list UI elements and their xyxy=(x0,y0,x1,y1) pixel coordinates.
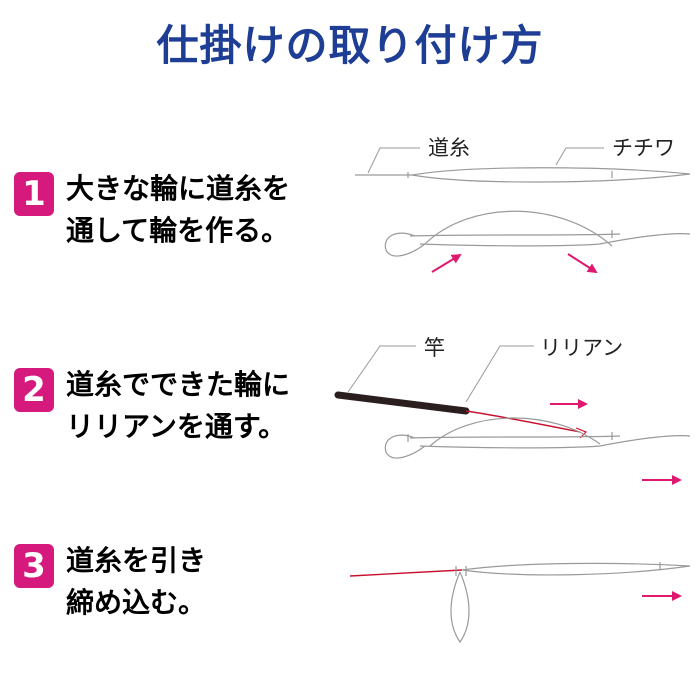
leader-lilian xyxy=(465,345,534,403)
lower-line-2 xyxy=(419,435,691,449)
through-line-1 xyxy=(409,233,621,237)
step-3-diagram xyxy=(349,562,691,644)
arch-1 xyxy=(424,210,613,247)
through-line-2 xyxy=(409,435,621,439)
step-3-line-2: 締め込む。 xyxy=(66,586,207,619)
arrow-1b xyxy=(567,253,598,274)
hanging-loop-3 xyxy=(450,571,470,644)
rod xyxy=(334,391,470,415)
leader-sao xyxy=(347,345,416,393)
lilian-tip xyxy=(575,427,588,439)
step-2-line-1: 道糸でできた輪に xyxy=(66,368,291,401)
step-1-badge: 1 xyxy=(14,172,54,216)
step-2-badge: 2 xyxy=(14,368,54,412)
step-3-line-1: 道糸を引き xyxy=(66,544,207,577)
step-2-diagram xyxy=(334,345,691,485)
small-loop-1 xyxy=(384,232,426,257)
step-3-text: 道糸を引き 締め込む。 xyxy=(66,540,351,624)
chichiwa-loop-1 xyxy=(411,167,691,183)
arch-2 xyxy=(429,417,601,447)
step-1-text: 大きな輪に道糸を 通して輪を作る。 xyxy=(66,168,351,252)
lower-line-1 xyxy=(419,233,691,247)
arrow-1a xyxy=(431,253,462,273)
tightened-loop-3 xyxy=(461,562,691,576)
step-1-line-1: 大きな輪に道糸を xyxy=(66,172,291,205)
label-chichiwa: チチワ xyxy=(612,136,675,160)
leader-chichiwa xyxy=(555,147,604,166)
step-1-line-2: 通して輪を作る。 xyxy=(66,214,290,247)
step-2-line-2: リリアンを通す。 xyxy=(66,410,287,443)
leader-michiito-1 xyxy=(367,147,420,174)
lilian-line xyxy=(465,410,581,433)
lilian-line-3 xyxy=(349,569,463,577)
step-2-text: 道糸でできた輪に リリアンを通す。 xyxy=(66,364,351,448)
label-lilian: リリアン xyxy=(540,336,624,360)
step-3-badge: 3 xyxy=(14,544,54,588)
label-sao: 竿 xyxy=(424,336,445,360)
step-1-diagram xyxy=(355,147,691,274)
small-loop-2 xyxy=(384,434,426,459)
page-title: 仕掛けの取り付け方 xyxy=(156,21,544,70)
label-michiito-1: 道糸 xyxy=(428,136,470,160)
